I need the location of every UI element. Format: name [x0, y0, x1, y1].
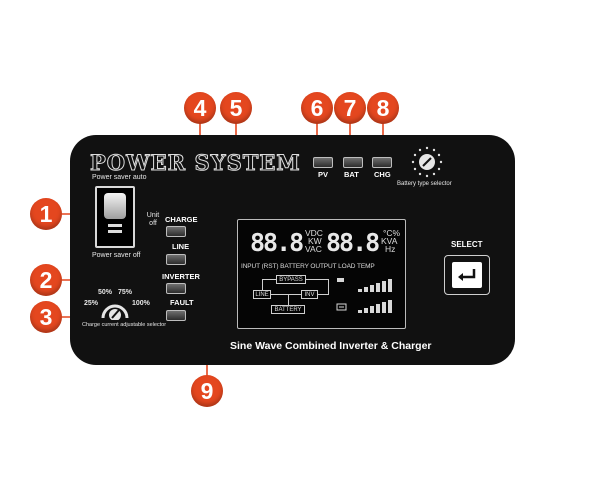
knob-50-label: 50%	[98, 289, 113, 296]
power-icon	[104, 193, 126, 219]
charge-led	[166, 226, 186, 237]
battery-type-selector[interactable]	[410, 145, 444, 179]
lcd-digits-left: 88.8	[250, 228, 304, 257]
lcd-flow-line	[262, 279, 263, 290]
lcd-display: 88.8 VDC KW VAC 88.8 °C% KVA Hz INPUT (R…	[237, 219, 406, 329]
line-label: LINE	[172, 242, 190, 251]
lcd-flow-line	[318, 294, 328, 295]
power-saver-off-label: Power saver off	[92, 252, 141, 259]
switch-mark	[108, 230, 122, 233]
callout-1: 1	[30, 198, 62, 230]
lcd-unit-vdc: VDC	[305, 228, 323, 238]
lcd-line-box: LINE	[253, 290, 271, 299]
knob-100-label: 100%	[132, 300, 150, 307]
fault-led	[166, 310, 186, 321]
lcd-unit-kva: KVA	[381, 236, 398, 246]
select-label: SELECT	[451, 240, 483, 249]
pv-led	[313, 157, 333, 168]
fault-label: FAULT	[170, 298, 194, 307]
charge-current-caption: Charge current adjustable selector	[82, 322, 167, 328]
chg-led	[372, 157, 392, 168]
inverter-led	[166, 283, 186, 294]
lcd-flow-line	[328, 279, 329, 295]
bat-led	[343, 157, 363, 168]
chg-label: CHG	[374, 170, 391, 179]
callout-3: 3	[30, 301, 62, 333]
power-saver-auto-label: Power saver auto	[92, 174, 147, 181]
pv-label: PV	[318, 170, 329, 179]
battery-type-caption: Battery type selector	[397, 181, 452, 187]
lcd-flow-line	[306, 279, 328, 280]
lcd-flow-line	[271, 294, 301, 295]
charge-current-dial[interactable]	[100, 296, 130, 320]
lcd-unit-kw: KW	[308, 236, 322, 246]
lcd-flow-line	[262, 279, 276, 280]
switch-mark	[108, 224, 122, 227]
lcd-digits-right: 88.8	[326, 228, 380, 257]
lcd-inv-box: INV	[301, 290, 318, 299]
line-led	[166, 254, 186, 265]
callout-8: 8	[367, 92, 399, 124]
inverter-label: INVERTER	[162, 272, 200, 281]
lcd-unit-hz: Hz	[385, 244, 396, 254]
charge-label: CHARGE	[165, 215, 198, 224]
unit-off-label: Unit off	[146, 212, 160, 227]
select-button[interactable]	[444, 255, 490, 295]
brand-title: POWER SYSTEM	[90, 150, 301, 176]
lcd-bypass-box: BYPASS	[276, 275, 306, 284]
callout-2: 2	[30, 264, 62, 296]
lcd-status-line: INPUT (RST) BATTERY OUTPUT LOAD TEMP	[241, 263, 375, 270]
knob-25-label: 25%	[84, 300, 99, 307]
lcd-level-bars	[336, 278, 392, 313]
knob-75-label: 75%	[118, 289, 133, 296]
callout-9: 9	[191, 375, 223, 407]
bat-label: BAT	[344, 170, 359, 179]
callout-4: 4	[184, 92, 216, 124]
lcd-unit-temp: °C%	[383, 228, 401, 238]
lcd-unit-vac: VAC	[305, 244, 322, 254]
enter-arrow-icon	[458, 269, 476, 281]
lcd-battery-box: BATTERY	[271, 305, 305, 314]
lcd-flow-line	[288, 294, 289, 305]
callout-5: 5	[220, 92, 252, 124]
callout-6: 6	[301, 92, 333, 124]
callout-7: 7	[334, 92, 366, 124]
power-switch[interactable]	[95, 186, 135, 248]
panel-subtitle: Sine Wave Combined Inverter & Charger	[230, 340, 432, 352]
select-key-face	[452, 262, 482, 288]
